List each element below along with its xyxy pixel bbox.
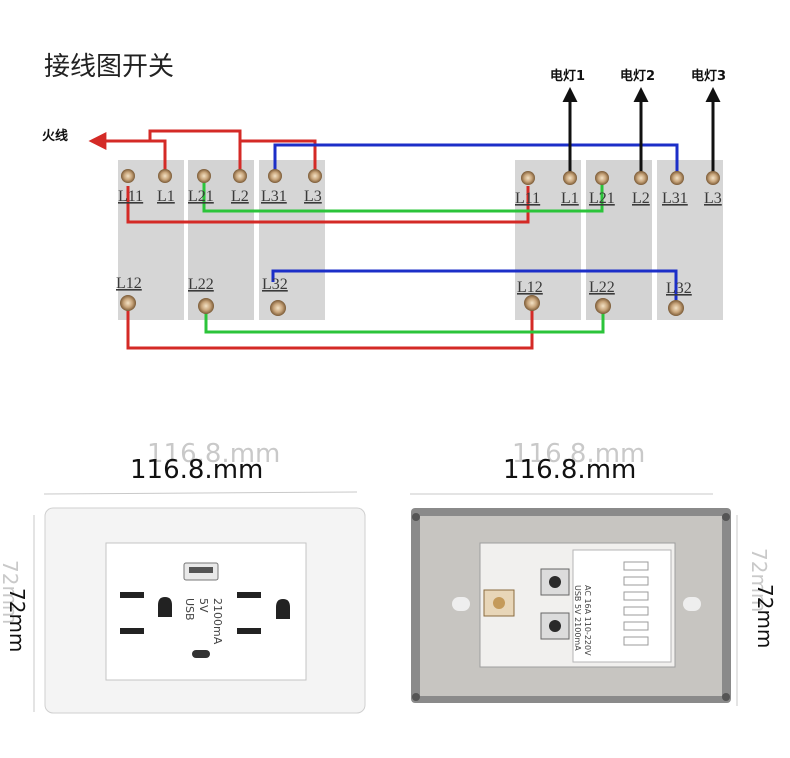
right-terminal-l21: L21 — [589, 190, 615, 207]
left-terminal-l1: L1 — [157, 188, 175, 205]
front-plate: 116.8.mm 116.8.mm 72mm 72mm USB 5V 2100m… — [0, 439, 366, 714]
front-voltage-text: 5V — [197, 598, 210, 613]
lamp-1-label: 电灯1 — [550, 68, 585, 84]
right-terminal-l22: L22 — [589, 279, 615, 296]
lamp-wires — [562, 87, 721, 174]
left-switch-body — [118, 160, 325, 320]
lamp-2-label: 电灯2 — [620, 68, 655, 84]
lamp-3-label: 电灯3 — [691, 68, 726, 84]
left-terminal-l11: L11 — [118, 188, 143, 205]
right-switch-body — [515, 160, 723, 320]
left-terminal-l3: L3 — [304, 188, 322, 205]
left-switch-screws — [120, 169, 322, 316]
back-usb-rating-text: USB 5V 2100mA — [573, 585, 582, 651]
back-rating-text: AC 16A 110-220V — [583, 585, 592, 656]
front-current-text: 2100mA — [211, 598, 224, 645]
front-height-label: 72mm — [5, 588, 29, 652]
blue-wires — [271, 143, 679, 300]
left-terminal-l32: L32 — [262, 276, 288, 293]
left-terminal-l22: L22 — [188, 276, 214, 293]
right-terminal-l3: L3 — [704, 190, 722, 207]
front-usb-text: USB — [183, 598, 196, 621]
back-height-ghost: 72mm — [747, 548, 771, 612]
red-wires — [88, 129, 534, 350]
diagram-title: 接线图开关 — [44, 52, 174, 82]
front-width-label: 116.8.mm — [130, 455, 263, 485]
green-wires — [202, 182, 605, 334]
left-terminal-l31: L31 — [261, 188, 287, 205]
live-wire-label: 火线 — [42, 128, 68, 144]
back-height-label: 72mm — [753, 584, 777, 648]
right-terminal-l31: L31 — [662, 190, 688, 207]
front-width-ghost: 116.8.mm — [147, 439, 280, 469]
right-terminal-l2: L2 — [632, 190, 650, 207]
right-terminal-l12: L12 — [517, 279, 543, 296]
right-terminal-l1: L1 — [561, 190, 579, 207]
back-plate: 116.8.mm 116.8.mm 72mm 72mm — [410, 439, 777, 706]
back-width-ghost: 116.8.mm — [512, 439, 645, 469]
right-switch-screws — [521, 171, 720, 316]
left-terminal-l2: L2 — [231, 188, 249, 205]
right-terminal-l11: L11 — [515, 190, 540, 207]
left-terminal-l21: L21 — [188, 188, 214, 205]
left-terminal-l12: L12 — [116, 275, 142, 292]
front-height-ghost: 72mm — [0, 560, 22, 624]
back-width-label: 116.8.mm — [503, 455, 636, 485]
right-terminal-l32: L32 — [666, 280, 692, 297]
